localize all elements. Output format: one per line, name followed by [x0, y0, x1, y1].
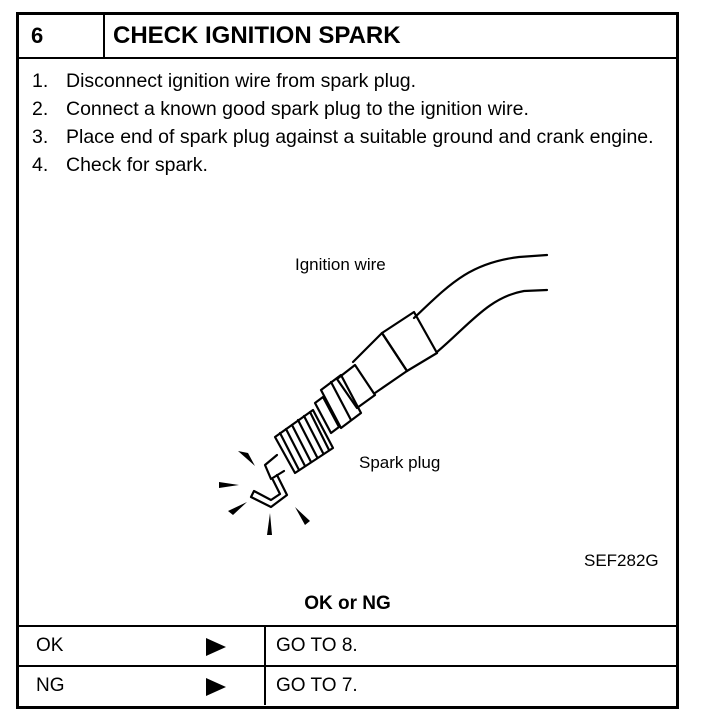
- spark-plug-electrode: [263, 453, 286, 481]
- result-question: OK or NG: [304, 593, 391, 614]
- step-index: 3.: [32, 126, 49, 148]
- ignition-wire-boot: [351, 331, 409, 395]
- ignition-wire-cable: [435, 288, 549, 354]
- step-header: 6 CHECK IGNITION SPARK: [19, 15, 676, 59]
- spark-plug-hex: [319, 373, 363, 430]
- column-divider: [264, 667, 266, 705]
- step-text: Place end of spark plug against a suitab…: [66, 126, 654, 148]
- spark-plug-hex: [313, 395, 341, 435]
- procedure-list: 1. Disconnect ignition wire from spark p…: [32, 67, 656, 179]
- ignition-wire-cable: [412, 253, 549, 320]
- spark-plug-illustration: [219, 253, 549, 535]
- step-title: CHECK IGNITION SPARK: [113, 22, 401, 49]
- step-index: 4.: [32, 154, 49, 176]
- result-row-ng: NG GO TO 7.: [19, 665, 676, 705]
- arrow-right-icon: [206, 638, 226, 656]
- ignition-wire-boot: [380, 310, 439, 373]
- step-index: 2.: [32, 98, 49, 120]
- spark-plug-ground-electrode: [249, 473, 289, 509]
- column-divider: [264, 627, 266, 665]
- spark-plug-insulator: [335, 363, 377, 410]
- step-text: Disconnect ignition wire from spark plug…: [66, 70, 417, 92]
- spark-plug-threads: [273, 408, 335, 475]
- spark-ray: [295, 507, 310, 525]
- step-text: Check for spark.: [66, 154, 208, 176]
- result-condition: OK: [36, 635, 64, 656]
- procedure-step: 3. Place end of spark plug against a sui…: [32, 123, 656, 151]
- result-action: GO TO 7.: [276, 675, 358, 696]
- arrow-right-icon: [206, 678, 226, 696]
- spark-rays: [219, 451, 310, 535]
- label-ignition-wire: Ignition wire: [295, 255, 386, 274]
- result-action: GO TO 8.: [276, 635, 358, 656]
- diagnostic-step-frame: 6 CHECK IGNITION SPARK 1. Disconnect ign…: [16, 12, 679, 709]
- spark-ray: [267, 513, 272, 535]
- procedure-step: 2. Connect a known good spark plug to th…: [32, 95, 656, 123]
- label-spark-plug: Spark plug: [359, 453, 441, 472]
- step-text: Connect a known good spark plug to the i…: [66, 98, 529, 120]
- spark-ray: [238, 451, 255, 466]
- step-index: 1.: [32, 70, 49, 92]
- spark-ray: [228, 502, 247, 515]
- result-row-ok: OK GO TO 8.: [19, 625, 676, 665]
- procedure-step: 1. Disconnect ignition wire from spark p…: [32, 67, 656, 95]
- spark-ray: [219, 482, 239, 488]
- result-condition: NG: [36, 675, 65, 696]
- figure-code: SEF282G: [584, 551, 659, 570]
- procedure-step: 4. Check for spark.: [32, 151, 656, 179]
- step-number: 6: [19, 15, 105, 57]
